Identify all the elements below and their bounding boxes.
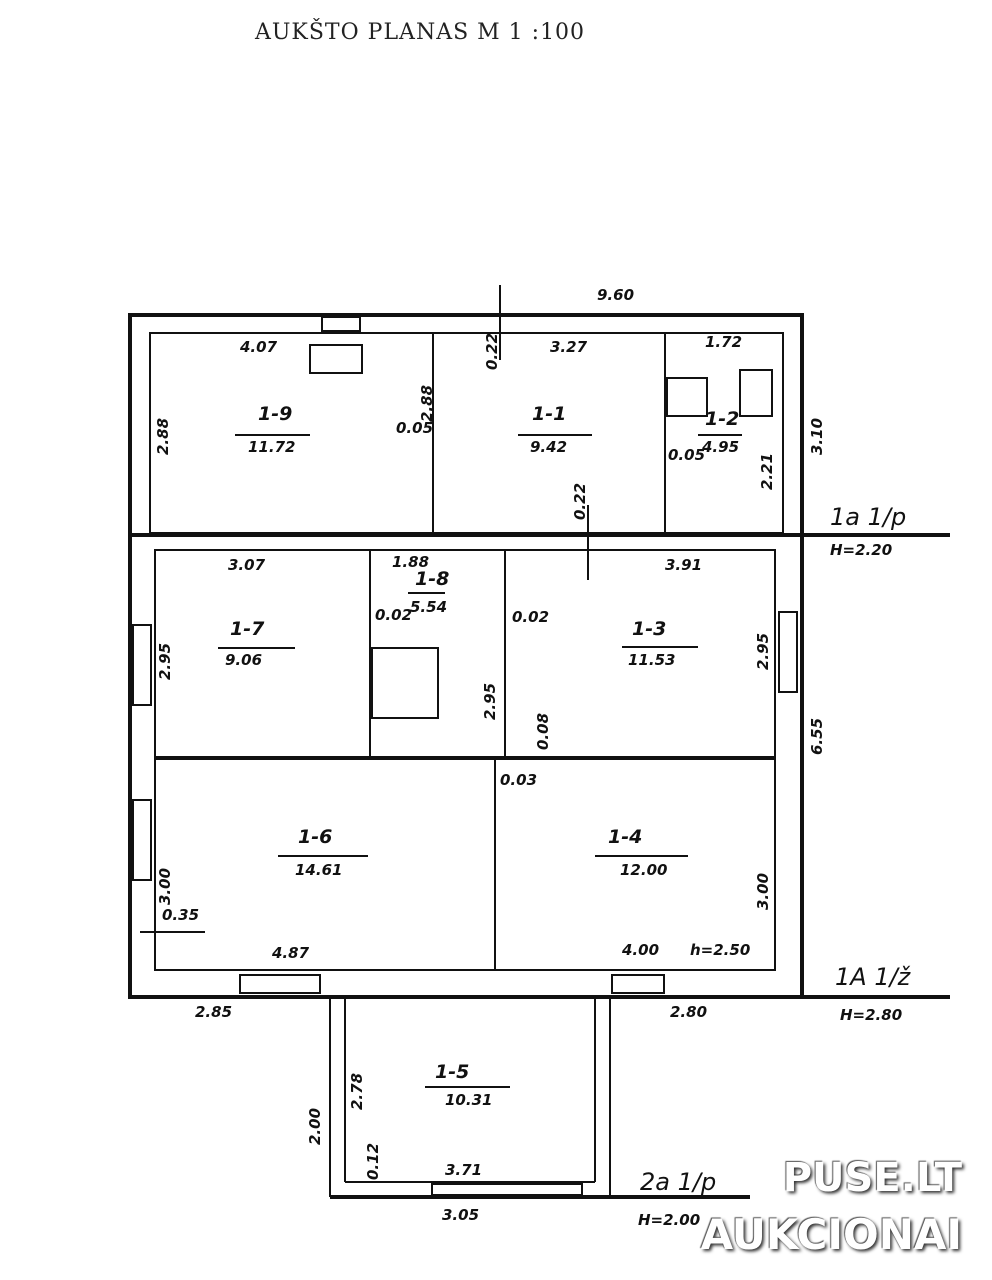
svg-text:10.31: 10.31	[445, 1091, 492, 1109]
svg-text:1-3: 1-3	[632, 618, 666, 640]
svg-text:12.00: 12.00	[620, 861, 667, 879]
svg-text:2a 1/p: 2a 1/p	[640, 1168, 716, 1196]
dimension-labels: 9.60 4.07 3.27 1.72 0.22 2.88 2.88 0.05 …	[140, 286, 826, 1224]
room-labels: 1-9 11.72 1-1 9.42 1-2 4.95 1-7 9.06 1-8…	[218, 403, 742, 1109]
svg-text:3.07: 3.07	[228, 556, 266, 574]
svg-text:0.22: 0.22	[483, 333, 501, 370]
svg-text:1-4: 1-4	[608, 826, 642, 848]
svg-text:2.85: 2.85	[195, 1003, 232, 1021]
svg-text:0.02: 0.02	[512, 608, 549, 626]
svg-text:2.95: 2.95	[481, 683, 499, 720]
svg-text:9.06: 9.06	[225, 651, 262, 669]
svg-text:11.72: 11.72	[248, 438, 295, 456]
svg-text:1-7: 1-7	[230, 618, 265, 640]
svg-text:1A 1/ž: 1A 1/ž	[835, 963, 912, 991]
svg-text:2.88: 2.88	[154, 418, 172, 455]
svg-text:1-5: 1-5	[435, 1061, 469, 1083]
svg-text:1-6: 1-6	[298, 826, 332, 848]
svg-text:14.61: 14.61	[295, 861, 342, 879]
svg-text:2.88: 2.88	[418, 385, 436, 422]
plan-title: AUKŠTO PLANAS M 1 :100	[255, 20, 586, 45]
svg-text:6.55: 6.55	[808, 718, 826, 755]
svg-text:0.08: 0.08	[534, 713, 552, 750]
svg-text:2.78: 2.78	[348, 1073, 366, 1110]
bath-icon	[739, 369, 773, 417]
svg-text:2.95: 2.95	[754, 633, 772, 670]
svg-text:11.53: 11.53	[628, 651, 675, 669]
svg-text:9.42: 9.42	[530, 438, 567, 456]
svg-text:5.54: 5.54	[410, 598, 447, 616]
svg-text:1-9: 1-9	[258, 403, 292, 425]
svg-text:2.00: 2.00	[306, 1108, 324, 1145]
svg-text:H=2.00: H=2.00	[638, 1211, 700, 1229]
watermark-line2: AUKCIONAI	[700, 1210, 962, 1259]
svg-text:1-2: 1-2	[705, 408, 739, 430]
svg-text:1a 1/p: 1a 1/p	[830, 503, 906, 531]
svg-text:3.05: 3.05	[442, 1206, 479, 1224]
svg-text:0.02: 0.02	[375, 606, 412, 624]
walls	[128, 285, 950, 1199]
svg-text:3.27: 3.27	[550, 338, 588, 356]
svg-text:0.05: 0.05	[668, 446, 705, 464]
stove-icon	[309, 344, 363, 374]
svg-text:1.88: 1.88	[392, 553, 429, 571]
svg-text:0.05: 0.05	[396, 419, 433, 437]
svg-text:3.00: 3.00	[156, 868, 174, 905]
svg-text:4.07: 4.07	[239, 338, 278, 356]
svg-text:2.95: 2.95	[156, 643, 174, 680]
svg-text:0.03: 0.03	[500, 771, 537, 789]
svg-text:h=2.50: h=2.50	[690, 941, 750, 959]
windows	[132, 316, 798, 1196]
svg-text:4.00: 4.00	[621, 941, 659, 959]
fixtures	[309, 344, 773, 719]
svg-text:0.22: 0.22	[571, 483, 589, 520]
svg-text:4.87: 4.87	[271, 944, 310, 962]
svg-text:9.60: 9.60	[597, 286, 634, 304]
watermark-line1: PUSE.LT	[782, 1155, 962, 1201]
svg-text:0.12: 0.12	[364, 1143, 382, 1180]
building-part-labels: 1a 1/p H=2.20 1A 1/ž H=2.80 2a 1/p H=2.0…	[638, 503, 912, 1229]
svg-text:3.10: 3.10	[808, 418, 826, 455]
svg-text:2.80: 2.80	[670, 1003, 707, 1021]
svg-text:3.71: 3.71	[445, 1161, 482, 1179]
svg-text:0.35: 0.35	[162, 906, 199, 924]
svg-text:3.91: 3.91	[665, 556, 702, 574]
svg-text:1.72: 1.72	[705, 333, 742, 351]
sink-icon	[666, 377, 708, 417]
svg-text:1-8: 1-8	[415, 568, 449, 590]
svg-text:1-1: 1-1	[532, 403, 566, 425]
svg-text:2.21: 2.21	[758, 453, 776, 490]
svg-text:H=2.80: H=2.80	[840, 1006, 902, 1024]
oven-icon	[371, 647, 439, 719]
svg-text:4.95: 4.95	[701, 438, 739, 456]
svg-text:3.00: 3.00	[754, 873, 772, 910]
svg-text:H=2.20: H=2.20	[830, 541, 892, 559]
